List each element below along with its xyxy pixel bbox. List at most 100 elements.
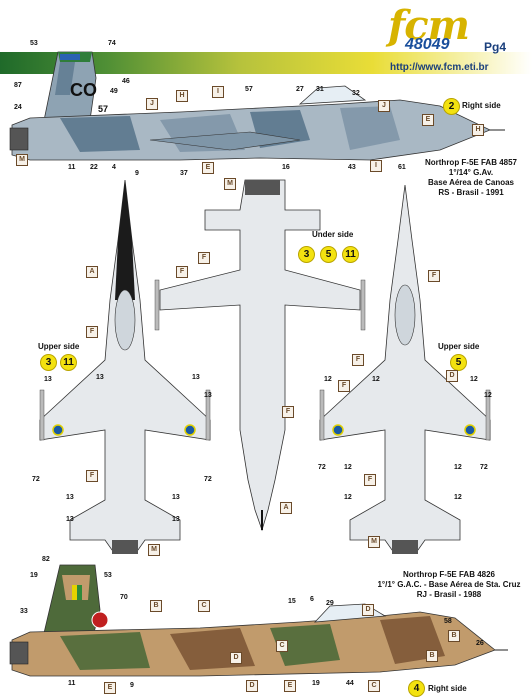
side-label: Right side [428, 684, 467, 693]
upper-left-badge: 11 [60, 354, 77, 371]
callout-number: 12 [470, 376, 478, 383]
callout-box: D [362, 604, 374, 616]
callout-box: J [378, 100, 390, 112]
upper-left-badge: 3 [40, 354, 57, 371]
callout-number: 72 [318, 464, 326, 471]
callout-box: A [280, 502, 292, 514]
callout-number: 12 [372, 376, 380, 383]
underside-label: Under side [312, 230, 354, 239]
callout-number: 49 [110, 88, 118, 95]
callout-box: B [426, 650, 438, 662]
callout-number: 15 [288, 598, 296, 605]
caption-line: Northrop F-5E FAB 4826 [402, 570, 495, 579]
upper-left-aircraft [39, 179, 211, 554]
callout-box: C [198, 600, 210, 612]
caption-line: RJ - Brasil - 1988 [416, 590, 482, 599]
callout-box: B [448, 630, 460, 642]
callout-box: M [368, 536, 380, 548]
callout-box: D [446, 370, 458, 382]
callout-number: 82 [42, 556, 50, 563]
callout-box: F [176, 266, 188, 278]
upper-right-label: Upper side [438, 342, 480, 351]
callout-box: F [198, 252, 210, 264]
callout-number: 16 [282, 164, 290, 171]
callout-number: 19 [30, 572, 38, 579]
callout-number: 57 [245, 86, 253, 93]
callout-box: F [338, 380, 350, 392]
profile-1-aircraft [9, 51, 505, 161]
callout-number: 43 [348, 164, 356, 171]
upper-left-label: Upper side [38, 342, 80, 351]
profile-2-aircraft [9, 564, 508, 677]
callout-number: 26 [476, 640, 484, 647]
callout-box: A [86, 266, 98, 278]
callout-box: C [368, 680, 380, 692]
callout-number: 13 [66, 516, 74, 523]
underside-badge: 11 [342, 246, 359, 263]
caption-line: Base Aérea de Canoas [428, 178, 514, 187]
tail-serial: 57 [98, 104, 109, 114]
callout-number: 31 [316, 86, 324, 93]
callout-box: H [472, 124, 484, 136]
callout-number: 13 [66, 494, 74, 501]
callout-number: 11 [68, 680, 76, 687]
tail-code: CO [70, 80, 97, 100]
callout-number: 72 [32, 476, 40, 483]
callout-box: E [104, 682, 116, 694]
callout-number: 6 [310, 596, 314, 603]
sheet-code: 48049 [405, 36, 450, 53]
side-number-badge: 4 [408, 680, 425, 697]
underside-aircraft [154, 179, 366, 532]
callout-number: 24 [14, 104, 22, 111]
callout-number: 12 [324, 376, 332, 383]
callout-number: 13 [44, 376, 52, 383]
callout-number: 46 [122, 78, 130, 85]
callout-box: E [284, 680, 296, 692]
callout-box: H [176, 90, 188, 102]
profile-1-caption: Northrop F-5E FAB 4857 1°/14° G.Av. Base… [410, 158, 532, 198]
callout-box: D [246, 680, 258, 692]
callout-box: B [150, 600, 162, 612]
callout-number: 37 [180, 170, 188, 177]
side-number-badge: 2 [443, 98, 460, 115]
upper-right-aircraft [319, 184, 491, 554]
callout-number: 58 [444, 618, 452, 625]
callout-number: 12 [344, 494, 352, 501]
callout-box: J [146, 98, 158, 110]
callout-number: 12 [344, 464, 352, 471]
callout-number: 19 [312, 680, 320, 687]
callout-box: F [282, 406, 294, 418]
callout-number: 53 [104, 572, 112, 579]
callout-number: 9 [135, 170, 139, 177]
underside-badge: 5 [320, 246, 337, 263]
callout-number: 53 [30, 40, 38, 47]
callout-box: F [352, 354, 364, 366]
caption-line: RS - Brasil - 1991 [438, 188, 504, 197]
callout-box: D [230, 652, 242, 664]
callout-box: M [16, 154, 28, 166]
caption-line: 1°/1° G.A.C. - Base Aérea de Sta. Cruz [377, 580, 521, 589]
callout-number: 72 [204, 476, 212, 483]
callout-number: 61 [398, 164, 406, 171]
callout-number: 72 [480, 464, 488, 471]
callout-number: 13 [172, 494, 180, 501]
callout-box: C [276, 640, 288, 652]
callout-number: 12 [454, 464, 462, 471]
callout-number: 13 [96, 374, 104, 381]
callout-box: E [202, 162, 214, 174]
callout-number: 4 [112, 164, 116, 171]
brand-logo: fcm [388, 2, 470, 49]
callout-number: 13 [172, 516, 180, 523]
caption-line: 1°/14° G.Av. [448, 168, 494, 177]
underside-badge: 3 [298, 246, 315, 263]
callout-number: 87 [14, 82, 22, 89]
callout-box: F [364, 474, 376, 486]
callout-number: 74 [108, 40, 116, 47]
callout-box: E [422, 114, 434, 126]
callout-number: 32 [352, 90, 360, 97]
callout-box: M [224, 178, 236, 190]
callout-number: 27 [296, 86, 304, 93]
callout-number: 22 [90, 164, 98, 171]
header-band [0, 52, 532, 74]
